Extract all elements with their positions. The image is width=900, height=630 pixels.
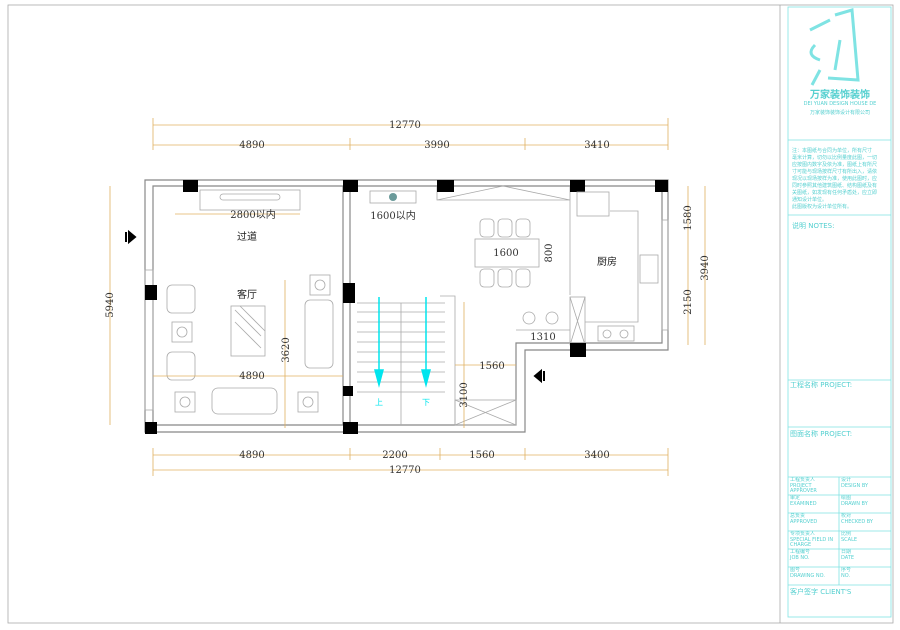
- dim-table-width: 800: [544, 243, 555, 262]
- dim-left: 5940: [105, 292, 116, 317]
- field-label-cn: 绘图: [841, 495, 852, 501]
- stair-down-label: 下: [422, 398, 430, 407]
- section-marker-left-icon: [125, 229, 137, 245]
- dim-top-overall: 12770: [389, 120, 421, 131]
- room-label-kitchen: 厨房: [597, 255, 617, 268]
- dim-living-width: 4890: [239, 371, 264, 382]
- dim-bottom-4: 3400: [584, 450, 609, 461]
- dim-tv-wall: 2800以内: [230, 208, 275, 221]
- dim-bottom-2: 2200: [382, 450, 407, 461]
- company-name-en: DEI YUAN DESIGN HOUSE DE: [804, 101, 877, 107]
- dining-table: [474, 218, 540, 288]
- field-label-en: SPECIAL FIELD IN CHARGE: [790, 536, 834, 549]
- field-label-cn: 校对: [841, 513, 852, 519]
- field-label-cn: 专项负责人: [790, 531, 816, 537]
- dim-bottom-3: 1560: [469, 450, 494, 461]
- dim-top-2: 3990: [424, 140, 449, 151]
- sheet-border: [7, 4, 894, 624]
- dim-top-1: 4890: [239, 140, 264, 151]
- field-label-cn: 审定: [790, 495, 801, 501]
- dim-right-overall: 3940: [700, 255, 711, 280]
- living-room-furniture: [166, 189, 334, 415]
- dim-cabinet: 1600以内: [370, 209, 415, 222]
- dim-bottom-1: 4890: [239, 450, 264, 461]
- field-label-cn: 比例: [841, 531, 852, 537]
- field-label-en: JOB NO.: [790, 554, 810, 561]
- notes-text: 注：本图纸与合同为单位，所有尺寸 毫米计算，切勿以比例量度此图，一切 应按图内数…: [792, 147, 877, 210]
- field-label-en: APPROVED: [790, 518, 818, 525]
- structural-columns: [145, 180, 668, 434]
- field-label-en: PROJECT APPROVER: [790, 482, 817, 495]
- field-label-en: NO.: [841, 572, 851, 579]
- drawing-name-label: 图面名称 PROJECT:: [790, 429, 852, 438]
- svg-text:毫米计算，切勿以比例量度此图，一切: 毫米计算，切勿以比例量度此图，一切: [792, 154, 877, 161]
- section-marker-right-icon: [533, 368, 545, 384]
- field-label-cn: 日期: [841, 549, 852, 555]
- company-name-cn: 万家装饰装饰: [809, 88, 870, 101]
- svg-text:通知设计单位。: 通知设计单位。: [792, 196, 827, 203]
- svg-text:注：本图纸与合同为单位，所有尺寸: 注：本图纸与合同为单位，所有尺寸: [792, 147, 872, 154]
- title-block: [787, 6, 892, 618]
- staircase: [357, 297, 445, 425]
- company-subtitle: 万家装饰装饰设计有限公司: [810, 109, 870, 116]
- dim-table-length: 1600: [493, 248, 518, 259]
- field-label-en: DRAWING NO.: [790, 572, 825, 579]
- dim-counter: 1310: [530, 332, 555, 343]
- field-label-cn: 图号: [790, 567, 801, 573]
- svg-text:现况以现场按样为准，使用此图时，应: 现况以现场按样为准，使用此图时，应: [792, 175, 877, 182]
- dim-living-depth: 3620: [281, 337, 292, 362]
- svg-text:寸可能与现场按样尺寸有所出入，请依: 寸可能与现场按样尺寸有所出入，请依: [792, 168, 877, 175]
- bottom-dimensions: 4890 2200 1560 3400 12770: [152, 448, 669, 476]
- dim-bottom-overall: 12770: [389, 465, 421, 476]
- room-label-corridor: 过道: [237, 230, 257, 243]
- dim-right-lower: 2150: [683, 289, 694, 314]
- dim-stair-width: 1560: [479, 361, 504, 372]
- client-signature-label: 客户签字 CLIENT'S: [790, 587, 852, 596]
- field-label-cn: 工程编号: [790, 549, 811, 555]
- field-label-en: CHECKED BY: [841, 518, 873, 525]
- room-label-living: 客厅: [237, 288, 257, 301]
- field-label-cn: 总负责: [790, 513, 806, 519]
- notes-label: 说明 NOTES:: [792, 221, 834, 230]
- kitchen-fixtures: [576, 191, 659, 342]
- field-label-en: SCALE: [841, 536, 858, 543]
- field-label-en: DESIGN BY: [841, 482, 869, 489]
- svg-text:此图版权为设计单位所有。: 此图版权为设计单位所有。: [792, 203, 852, 210]
- project-label: 工程名称 PROJECT:: [790, 380, 852, 389]
- field-label-cn: 工程负责人: [790, 477, 816, 483]
- dim-top-3: 3410: [584, 140, 609, 151]
- dim-right-upper: 1580: [683, 205, 694, 230]
- field-label-en: DRAWN BY: [841, 500, 868, 507]
- dim-stair-depth: 3100: [459, 382, 470, 407]
- company-logo: [809, 8, 860, 86]
- field-label-en: DATE: [841, 554, 855, 561]
- stair-up-label: 上: [375, 398, 383, 407]
- field-label-cn: 设计: [841, 477, 852, 483]
- svg-text:应按图内数字及依为准，图纸上有所尺: 应按图内数字及依为准，图纸上有所尺: [792, 161, 877, 168]
- cabinet: [369, 190, 417, 204]
- plant-icon: [389, 193, 397, 201]
- svg-text:同时参照其他建筑图纸、结构图纸及有: 同时参照其他建筑图纸、结构图纸及有: [792, 182, 877, 189]
- top-dimensions: 12770 4890 3990 3410: [152, 118, 669, 151]
- svg-text:关图纸，如发现有任何矛盾处，应立即: 关图纸，如发现有任何矛盾处，应立即: [792, 189, 877, 196]
- field-label-cn: 序号: [841, 567, 852, 573]
- field-label-en: EXAMINED: [790, 500, 817, 507]
